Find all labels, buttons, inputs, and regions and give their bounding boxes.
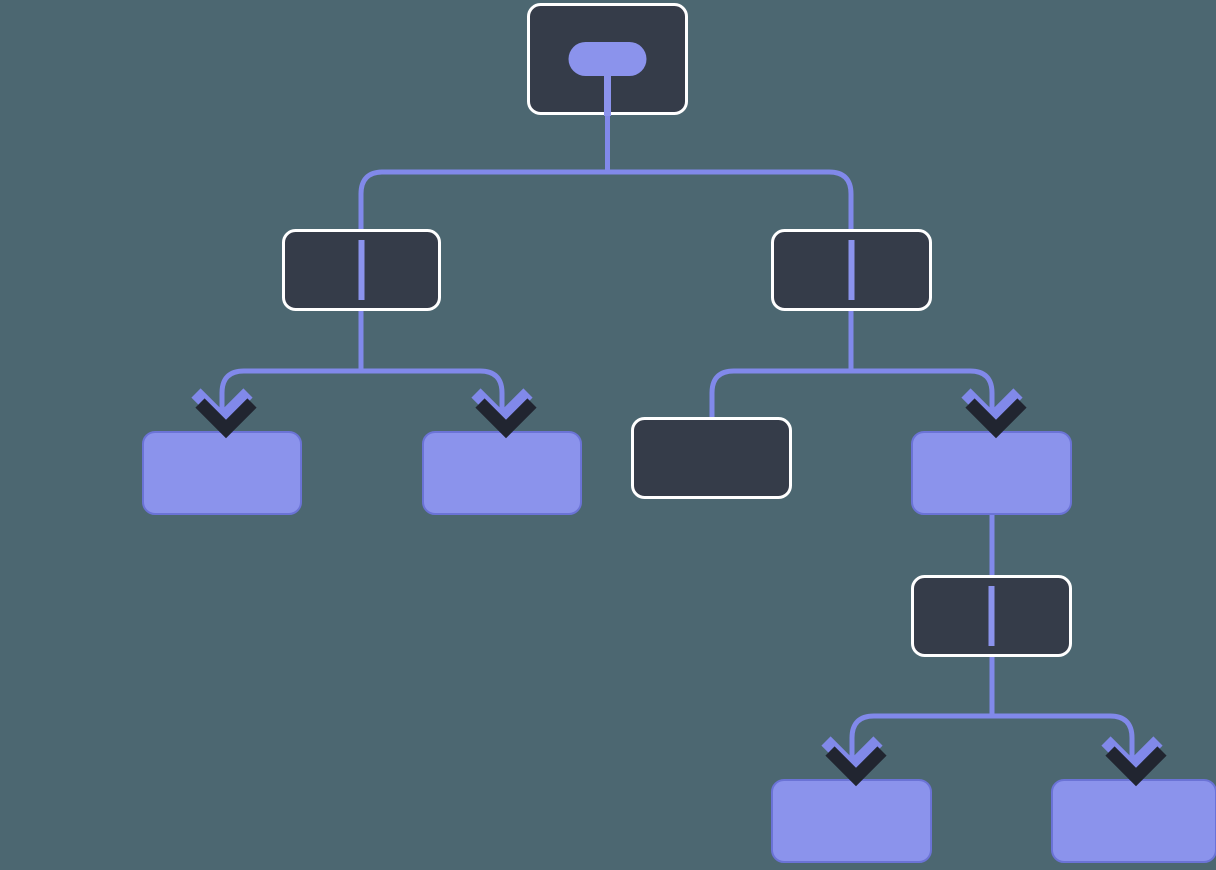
vertical-bar-glyph (848, 240, 855, 300)
edge-mid-deep-to-leaf-5 (992, 713, 1135, 779)
pill-glyph-stem (604, 42, 611, 116)
arrowhead-leaf-2-shadow (475, 398, 537, 439)
edge-mid-right-to-leaf-3 (851, 368, 995, 431)
arrowhead-leaf-4 (821, 736, 887, 787)
arrowhead-layer (191, 388, 1167, 787)
leaf-node-4[interactable] (771, 779, 932, 863)
leaf-node-2[interactable] (422, 431, 582, 515)
edge-mid-deep-to-leaf-4 (849, 657, 995, 779)
arrowhead-leaf-1-shadow (195, 398, 257, 439)
leaf-node-4-body[interactable] (771, 779, 932, 863)
vertical-bar-glyph (988, 586, 995, 646)
leaf-node-5[interactable] (1051, 779, 1216, 863)
mid-node-right[interactable] (771, 229, 932, 311)
edge-mid-left-to-leaf-2 (361, 368, 505, 431)
arrowhead-leaf-2 (471, 388, 537, 439)
mid-node-left[interactable] (282, 229, 441, 311)
empty-dark-node[interactable] (631, 417, 792, 499)
leaf-node-1-body[interactable] (142, 431, 302, 515)
arrowhead-leaf-3-shadow (965, 398, 1027, 439)
leaf-node-5-body[interactable] (1051, 779, 1216, 863)
leaf-node-3-body[interactable] (911, 431, 1072, 515)
arrowhead-leaf-3 (961, 388, 1027, 439)
arrowhead-leaf-1 (191, 388, 257, 439)
edge-mid-left-to-leaf-1 (219, 311, 364, 431)
arrowhead-leaf-4-shadow (825, 746, 887, 787)
vertical-bar-glyph (358, 240, 365, 300)
leaf-node-1[interactable] (142, 431, 302, 515)
empty-dark-node-body[interactable] (631, 417, 792, 499)
node-layer (142, 3, 1216, 863)
arrowhead-leaf-5-shadow (1105, 746, 1167, 787)
leaf-node-2-body[interactable] (422, 431, 582, 515)
arrowhead-leaf-5 (1101, 736, 1167, 787)
pill-glyph-head (568, 42, 647, 76)
root-node[interactable] (527, 3, 688, 117)
edge-layer (219, 48, 1135, 779)
leaf-node-3[interactable] (911, 431, 1072, 515)
edge-root-to-mid-right (607, 169, 854, 311)
edge-root-to-mid-left (358, 169, 608, 311)
edge-mid-right-to-empty-dark (709, 311, 854, 417)
mid-node-deep[interactable] (911, 575, 1072, 657)
